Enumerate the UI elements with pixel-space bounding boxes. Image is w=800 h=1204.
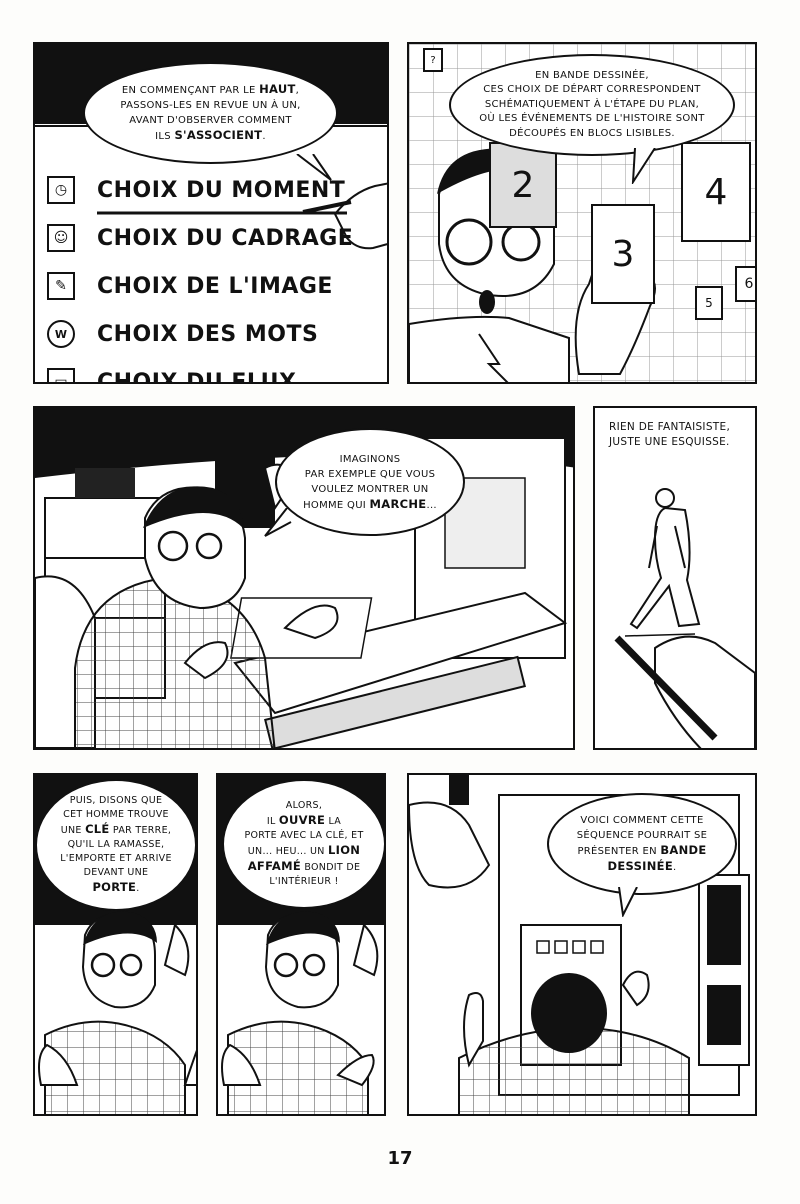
panel-lion-art (218, 775, 384, 1114)
bubble-text: Imaginons (339, 453, 401, 465)
bubble-text: ces choix de départ correspondent (483, 84, 701, 96)
bubble-text: l'emporte et arrive (60, 853, 172, 864)
bubble-text: par exemple que vous (304, 468, 436, 480)
choice-row-moment: ◷ CHOIX DU MOMENT (47, 176, 345, 204)
panel-key-door: Puis, disons que cet homme trouve une cl… (33, 773, 198, 1116)
choice-label: CHOIX DE L'IMAGE (97, 273, 333, 299)
panel-choices: En commençant par le haut, passons-les e… (33, 42, 389, 384)
bubble-bold-text: porte (92, 880, 137, 894)
bubble-text: En bande dessinée, (535, 69, 649, 81)
choice-label: CHOIX DU FLUX (97, 369, 297, 384)
speech-bubble-intro: En commençant par le haut, passons-les e… (83, 62, 338, 164)
frame-figure-icon: ☺ (47, 224, 75, 252)
bubble-bold-text: marche (369, 496, 427, 511)
choice-label: CHOIX DES MOTS (97, 321, 319, 347)
speech-bubble-lion: Alors, il ouvre la porte avec la clé, et… (222, 779, 384, 909)
bubble-text: devant une (83, 867, 149, 878)
bubble-text: où les événements de l'histoire sont (479, 113, 705, 125)
bubble-text: ils (155, 131, 171, 142)
bubble-text: l'intérieur ! (269, 876, 339, 887)
bubble-tail (618, 887, 638, 917)
choice-label: CHOIX DU MOMENT (97, 177, 346, 203)
choice-label: CHOIX DU CADRAGE (97, 225, 354, 251)
speech-bubble-walking-man: Imaginons par exemple que vous voulez mo… (275, 428, 465, 536)
bubble-tail (631, 148, 656, 184)
panel-drawing-board: Voici comment cette séquence pourrait se… (407, 773, 757, 1116)
speech-bubble-planning: En bande dessinée, ces choix de départ c… (449, 54, 735, 156)
bubble-text: séquence pourrait se (576, 830, 708, 841)
pen-drawing-icon: ✎ (47, 272, 75, 300)
panel-caption: Rien de fantaisiste, juste une esquisse. (609, 420, 730, 450)
panel-planning-sheets: 2 3 4 5 6 ? En bande dessinée, ces choix… (407, 42, 757, 384)
bubble-tail (264, 508, 292, 537)
bubble-bold-text: clé (85, 822, 110, 836)
bubble-bold-text: bande (660, 843, 707, 857)
clock-icon: ◷ (47, 176, 75, 204)
bubble-text: En commençant par le (121, 85, 256, 96)
bubble-bold-text: lion (328, 843, 361, 857)
bubble-text: homme qui (303, 499, 367, 511)
page-number: 17 (387, 1148, 413, 1169)
bubble-text: qu'il la ramasse, (67, 839, 165, 850)
bubble-text: passons-les en revue un à un, (120, 100, 301, 111)
speech-bubble-comic-presentation: Voici comment cette séquence pourrait se… (547, 793, 737, 895)
bubble-bold-text: affamé (247, 859, 302, 873)
choice-row-cadrage: ☺ CHOIX DU CADRAGE (47, 224, 353, 252)
bubble-text: cet homme trouve (63, 809, 169, 820)
bubble-text: schématiquement à l'étape du plan, (484, 98, 700, 110)
bubble-text: Puis, disons que (69, 795, 163, 806)
story-sheet-5: 5 (695, 286, 723, 320)
bubble-text: Alors, (285, 800, 323, 811)
bubble-bold-text: dessinée (607, 859, 673, 873)
bubble-text: porte avec la clé, et (244, 830, 364, 841)
panel-sketch: Rien de fantaisiste, juste une esquisse. (593, 406, 757, 750)
panel-lion: Alors, il ouvre la porte avec la clé, et… (216, 773, 386, 1116)
bubble-text: voulez montrer un (311, 483, 429, 495)
choice-row-image: ✎ CHOIX DE L'IMAGE (47, 272, 333, 300)
choice-row-mots: W CHOIX DES MOTS (47, 320, 318, 348)
speech-bubble-key: Puis, disons que cet homme trouve une cl… (35, 779, 196, 911)
speech-w-icon: W (47, 320, 75, 348)
caption-text: Rien de fantaisiste, (609, 421, 731, 433)
story-sheet-6: 6 (735, 266, 755, 302)
bubble-bold-text: s'associent (174, 128, 263, 142)
walking-figure-sketch (614, 488, 755, 748)
bubble-bold-text: haut (259, 82, 296, 96)
bubble-text: avant d'observer comment (129, 115, 292, 126)
caption-text: juste une esquisse. (609, 436, 730, 448)
story-sheet-question: ? (423, 48, 443, 72)
bubble-text: Voici comment cette (580, 815, 704, 826)
panels-icon: ▭ (47, 368, 75, 382)
story-sheet-2: 2 (489, 142, 557, 228)
story-sheet-4: 4 (681, 142, 751, 242)
bubble-text: découpés en blocs lisibles. (509, 127, 675, 139)
panel-desk-scene: Imaginons par exemple que vous voulez mo… (33, 406, 575, 750)
bubble-bold-text: ouvre (278, 813, 326, 827)
story-sheet-3: 3 (591, 204, 655, 304)
bubble-tail (296, 154, 332, 181)
choice-row-flux: ▭ CHOIX DU FLUX (47, 368, 297, 384)
